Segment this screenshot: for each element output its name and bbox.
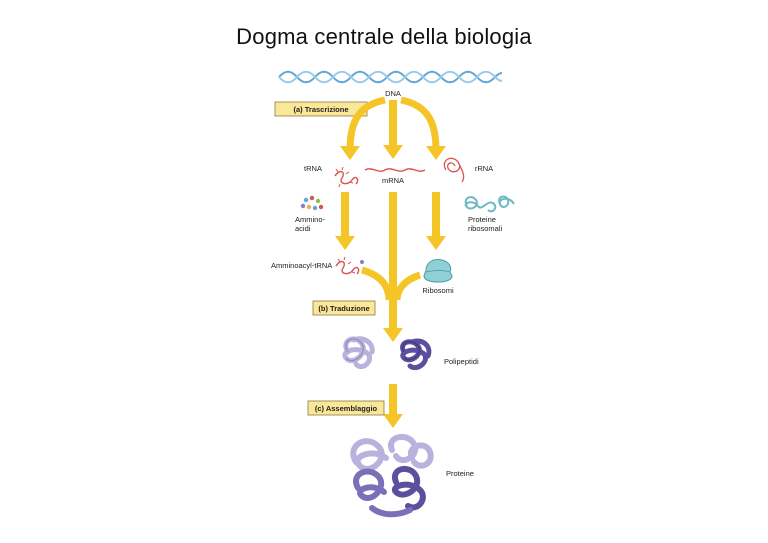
label-amminoacidi-2: acidi bbox=[295, 224, 311, 233]
label-polipeptidi: Polipeptidi bbox=[444, 357, 479, 366]
dna-helix-icon bbox=[278, 70, 503, 84]
label-trna: tRNA bbox=[304, 164, 322, 173]
label-dna: DNA bbox=[385, 89, 401, 98]
transcription-arrows bbox=[340, 96, 446, 160]
amminoacidi-icon bbox=[300, 195, 324, 211]
stage-assemblaggio-label: (c) Assemblaggio bbox=[315, 404, 378, 413]
proteine-ribosomali-icon bbox=[464, 195, 515, 213]
second-row-arrows bbox=[335, 192, 446, 250]
stage-traduzione: (b) Traduzione bbox=[312, 300, 376, 316]
label-proteine-ribosomali-2: ribosomali bbox=[468, 224, 503, 233]
label-proteine-ribosomali-1: Proteine bbox=[468, 215, 496, 224]
label-amminoacidi-1: Ammino- bbox=[295, 215, 326, 224]
stage-assemblaggio: (c) Assemblaggio bbox=[307, 400, 385, 416]
proteine-assembled-icon bbox=[350, 433, 434, 518]
stage-traduzione-label: (b) Traduzione bbox=[318, 304, 369, 313]
rrna-icon bbox=[443, 157, 465, 183]
label-ribosomi: Ribosomi bbox=[422, 286, 454, 295]
label-rrna: rRNA bbox=[475, 164, 493, 173]
trna-icon bbox=[334, 166, 359, 188]
label-mrna: mRNA bbox=[382, 176, 404, 185]
mrna-icon bbox=[364, 168, 426, 172]
amminoacyl-trna-icon bbox=[335, 256, 364, 275]
polipeptidi-dark-icon bbox=[400, 338, 432, 370]
assembly-arrow bbox=[383, 384, 403, 428]
polipeptidi-light-icon bbox=[342, 336, 375, 370]
label-proteine: Proteine bbox=[446, 469, 474, 478]
ribosome-icon bbox=[423, 259, 453, 283]
stage-trascrizione-label: (a) Trascrizione bbox=[293, 105, 348, 114]
page-title: Dogma centrale della biologia bbox=[236, 24, 532, 49]
stage-trascrizione: (a) Trascrizione bbox=[274, 101, 368, 117]
label-amminoacyl-trna: Amminoacyl-tRNA bbox=[271, 261, 332, 270]
translation-arrows bbox=[360, 192, 422, 342]
